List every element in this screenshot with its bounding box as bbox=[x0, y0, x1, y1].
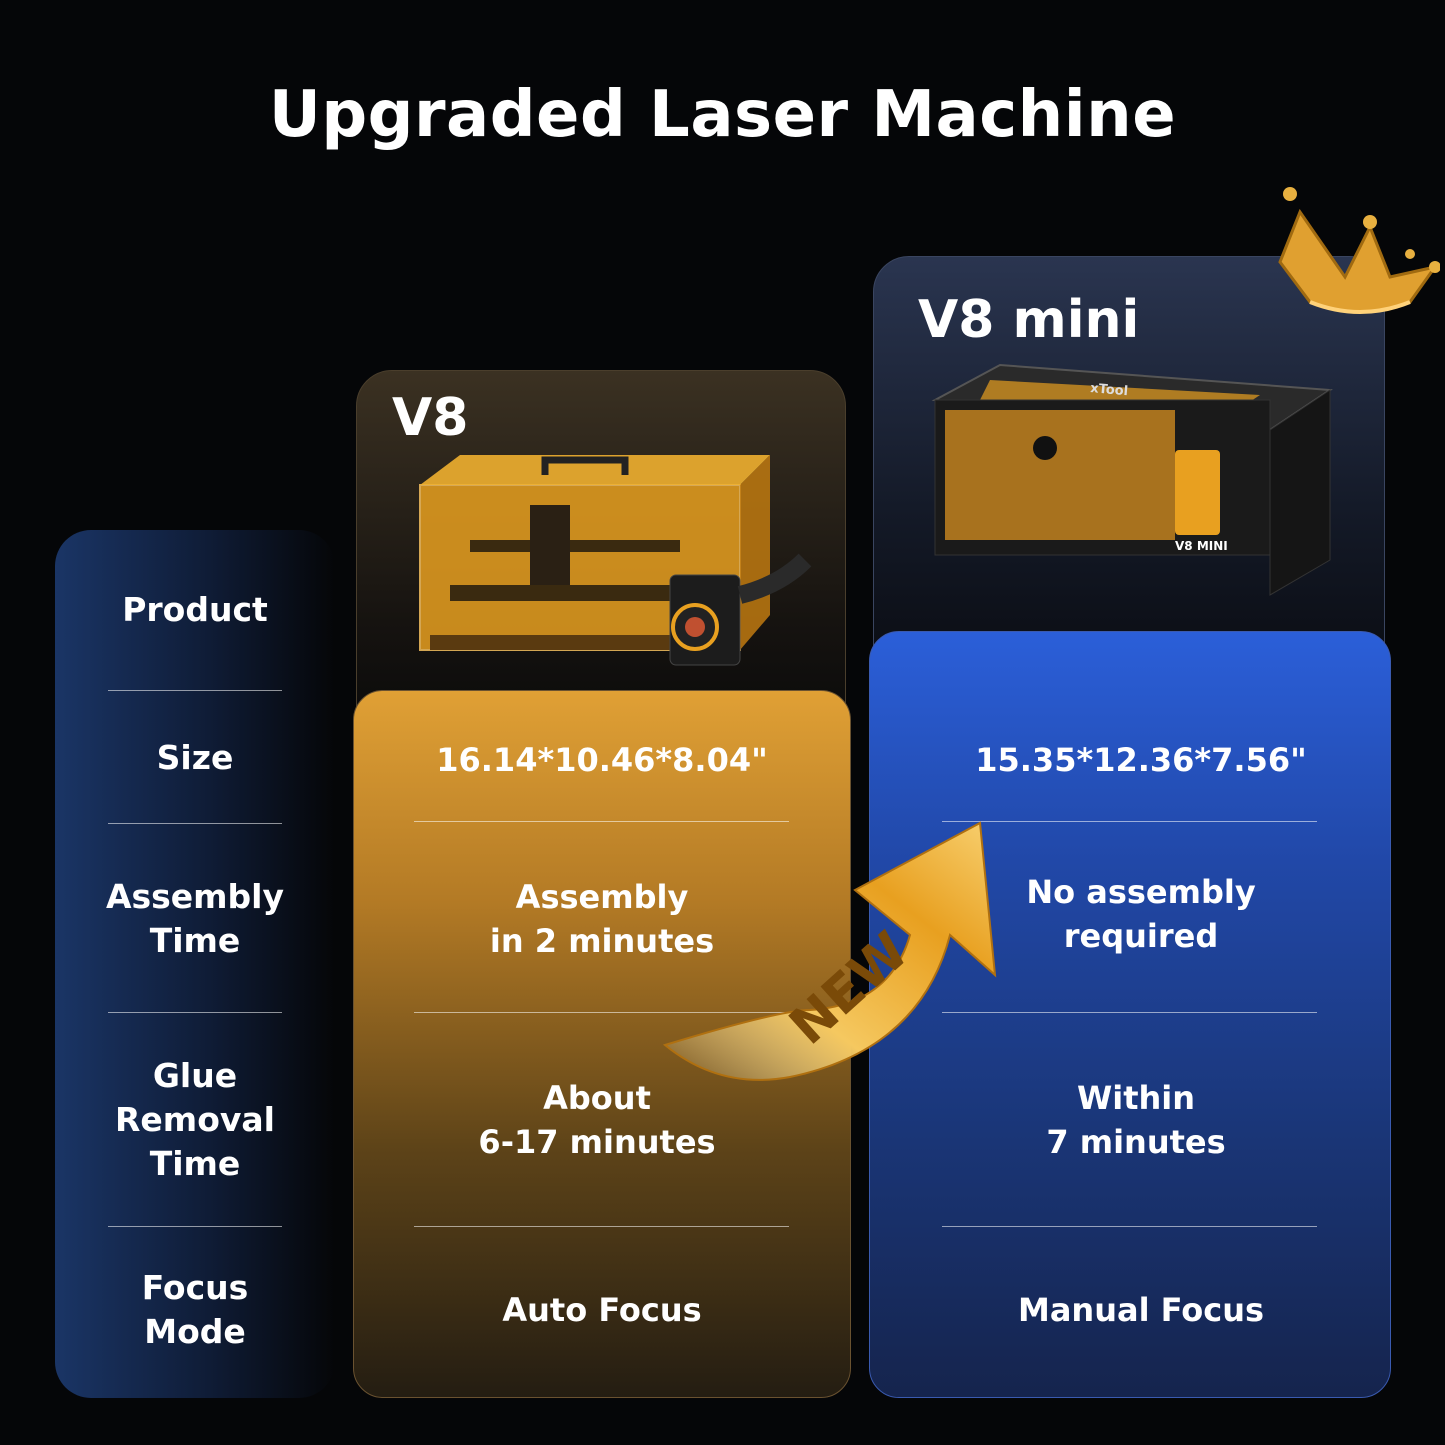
divider bbox=[942, 1226, 1317, 1227]
v8mini-name: V8 mini bbox=[918, 290, 1140, 350]
divider bbox=[108, 690, 282, 691]
v8mini-size: 15.35*12.36*7.56" bbox=[975, 741, 1307, 779]
crown-icon bbox=[1278, 187, 1440, 314]
curved-arrow-icon: NEW bbox=[662, 821, 997, 1081]
v8mini-focus-mode: Manual Focus bbox=[1017, 1291, 1265, 1329]
divider bbox=[414, 821, 789, 822]
divider bbox=[414, 1226, 789, 1227]
v8-name: V8 bbox=[392, 388, 469, 448]
label-focus-mode: Focus Mode bbox=[141, 1268, 249, 1351]
v8-focus-mode: Auto Focus bbox=[502, 1291, 702, 1329]
label-column bbox=[55, 530, 335, 1398]
v8mini-machine-image: V8 MINI xTool bbox=[931, 363, 1333, 596]
divider bbox=[108, 1012, 282, 1013]
v8mini-body-text: V8 MINI bbox=[1175, 539, 1228, 553]
v8mini-glue-removal-time: Within 7 minutes bbox=[1046, 1079, 1226, 1161]
divider bbox=[108, 823, 282, 824]
divider bbox=[942, 821, 1317, 822]
label-size: Size bbox=[156, 738, 234, 777]
v8mini-brand-text: xTool bbox=[1090, 381, 1129, 399]
label-assembly-time: Assembly Time bbox=[105, 877, 285, 960]
v8-glue-removal-time: About 6-17 minutes bbox=[478, 1079, 716, 1161]
v8-machine-image bbox=[419, 455, 812, 666]
v8-assembly-time: Assembly in 2 minutes bbox=[489, 878, 715, 960]
divider bbox=[108, 1226, 282, 1227]
v8mini-assembly-time: No assembly required bbox=[1026, 873, 1256, 955]
label-glue-removal-time: Glue Removal Time bbox=[115, 1056, 275, 1183]
v8-size: 16.14*10.46*8.04" bbox=[436, 741, 768, 779]
page-title: Upgraded Laser Machine bbox=[268, 78, 1177, 152]
divider bbox=[414, 1012, 789, 1013]
v8mini-spec-card bbox=[869, 631, 1391, 1398]
label-product: Product bbox=[122, 590, 268, 629]
divider bbox=[942, 1012, 1317, 1013]
